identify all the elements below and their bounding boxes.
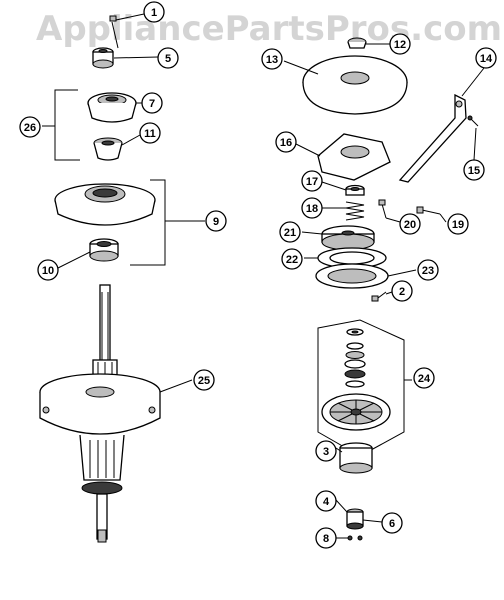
callout-10: 10: [37, 259, 59, 281]
svg-text:26: 26: [24, 122, 36, 134]
svg-text:21: 21: [284, 227, 296, 239]
callout-11: 11: [139, 122, 161, 144]
svg-text:19: 19: [452, 219, 464, 231]
svg-text:16: 16: [280, 137, 292, 149]
part-15-pin: [467, 115, 479, 127]
callout-26: 26: [19, 116, 41, 138]
part-13-cover: [302, 55, 408, 115]
part-12-cap: [347, 37, 367, 49]
part-21-pulley: [321, 225, 375, 251]
callout-17: 17: [301, 170, 323, 192]
svg-text:18: 18: [306, 203, 318, 215]
part-9-hub-plate: [54, 183, 156, 226]
callout-4: 4: [315, 490, 337, 512]
part-2-screw: [371, 291, 387, 302]
bracket-9: [130, 179, 205, 266]
callout-7: 7: [141, 92, 163, 114]
part-4-coupling: [346, 508, 364, 530]
svg-text:25: 25: [198, 375, 210, 387]
callout-5: 5: [157, 47, 179, 69]
svg-text:11: 11: [144, 128, 156, 140]
part-20-screw: [378, 199, 387, 219]
svg-text:5: 5: [165, 53, 171, 65]
callout-8: 8: [315, 527, 337, 549]
part-16-cam: [317, 133, 391, 181]
callout-6: 6: [381, 512, 403, 534]
callout-24: 24: [413, 367, 435, 389]
part-17-washer: [345, 184, 365, 196]
part-7-bearing-housing: [87, 92, 137, 123]
callout-20: 20: [399, 213, 421, 235]
callout-23: 23: [417, 259, 439, 281]
callout-15: 15: [463, 159, 485, 181]
kit-box-24: [317, 319, 412, 457]
part-1-screw: [109, 15, 119, 49]
svg-text:15: 15: [468, 165, 480, 177]
part-23-disc: [315, 263, 389, 289]
callout-3: 3: [315, 440, 337, 462]
callout-21: 21: [279, 221, 301, 243]
part-11-seal: [93, 137, 123, 161]
svg-text:2: 2: [399, 286, 405, 298]
svg-text:7: 7: [149, 98, 155, 110]
callout-9: 9: [205, 210, 227, 232]
callout-14: 14: [475, 47, 497, 69]
svg-text:23: 23: [422, 265, 434, 277]
svg-text:4: 4: [323, 496, 330, 508]
callout-18: 18: [301, 197, 323, 219]
svg-text:3: 3: [323, 446, 329, 458]
svg-text:6: 6: [389, 518, 395, 530]
part-5-nut: [92, 47, 114, 69]
bracket-26: [42, 89, 80, 161]
svg-text:22: 22: [286, 254, 298, 266]
svg-text:24: 24: [418, 373, 431, 385]
part-14-lever: [398, 93, 467, 183]
part-10-bearing: [89, 238, 119, 262]
callout-13: 13: [261, 48, 283, 70]
part-3-bushing: [339, 442, 373, 474]
svg-text:1: 1: [151, 7, 157, 19]
svg-text:20: 20: [404, 219, 416, 231]
callout-2: 2: [391, 280, 413, 302]
part-25-transmission: [39, 284, 161, 543]
watermark: AppliancePartsPros.com: [36, 9, 502, 49]
callout-22: 22: [281, 248, 303, 270]
part-8-clip: [347, 535, 363, 541]
svg-text:17: 17: [306, 176, 318, 188]
callout-1: 1: [143, 1, 165, 23]
svg-text:12: 12: [394, 39, 406, 51]
part-18-spring: [345, 201, 365, 221]
svg-text:8: 8: [323, 533, 329, 545]
callout-12: 12: [389, 33, 411, 55]
part-19-screw: [416, 206, 441, 215]
svg-text:13: 13: [266, 54, 278, 66]
callout-16: 16: [275, 131, 297, 153]
callout-25: 25: [193, 369, 215, 391]
svg-text:9: 9: [213, 216, 219, 228]
callout-19: 19: [447, 213, 469, 235]
svg-text:14: 14: [480, 53, 493, 65]
svg-text:10: 10: [42, 265, 54, 277]
leader-lines: [57, 13, 485, 539]
